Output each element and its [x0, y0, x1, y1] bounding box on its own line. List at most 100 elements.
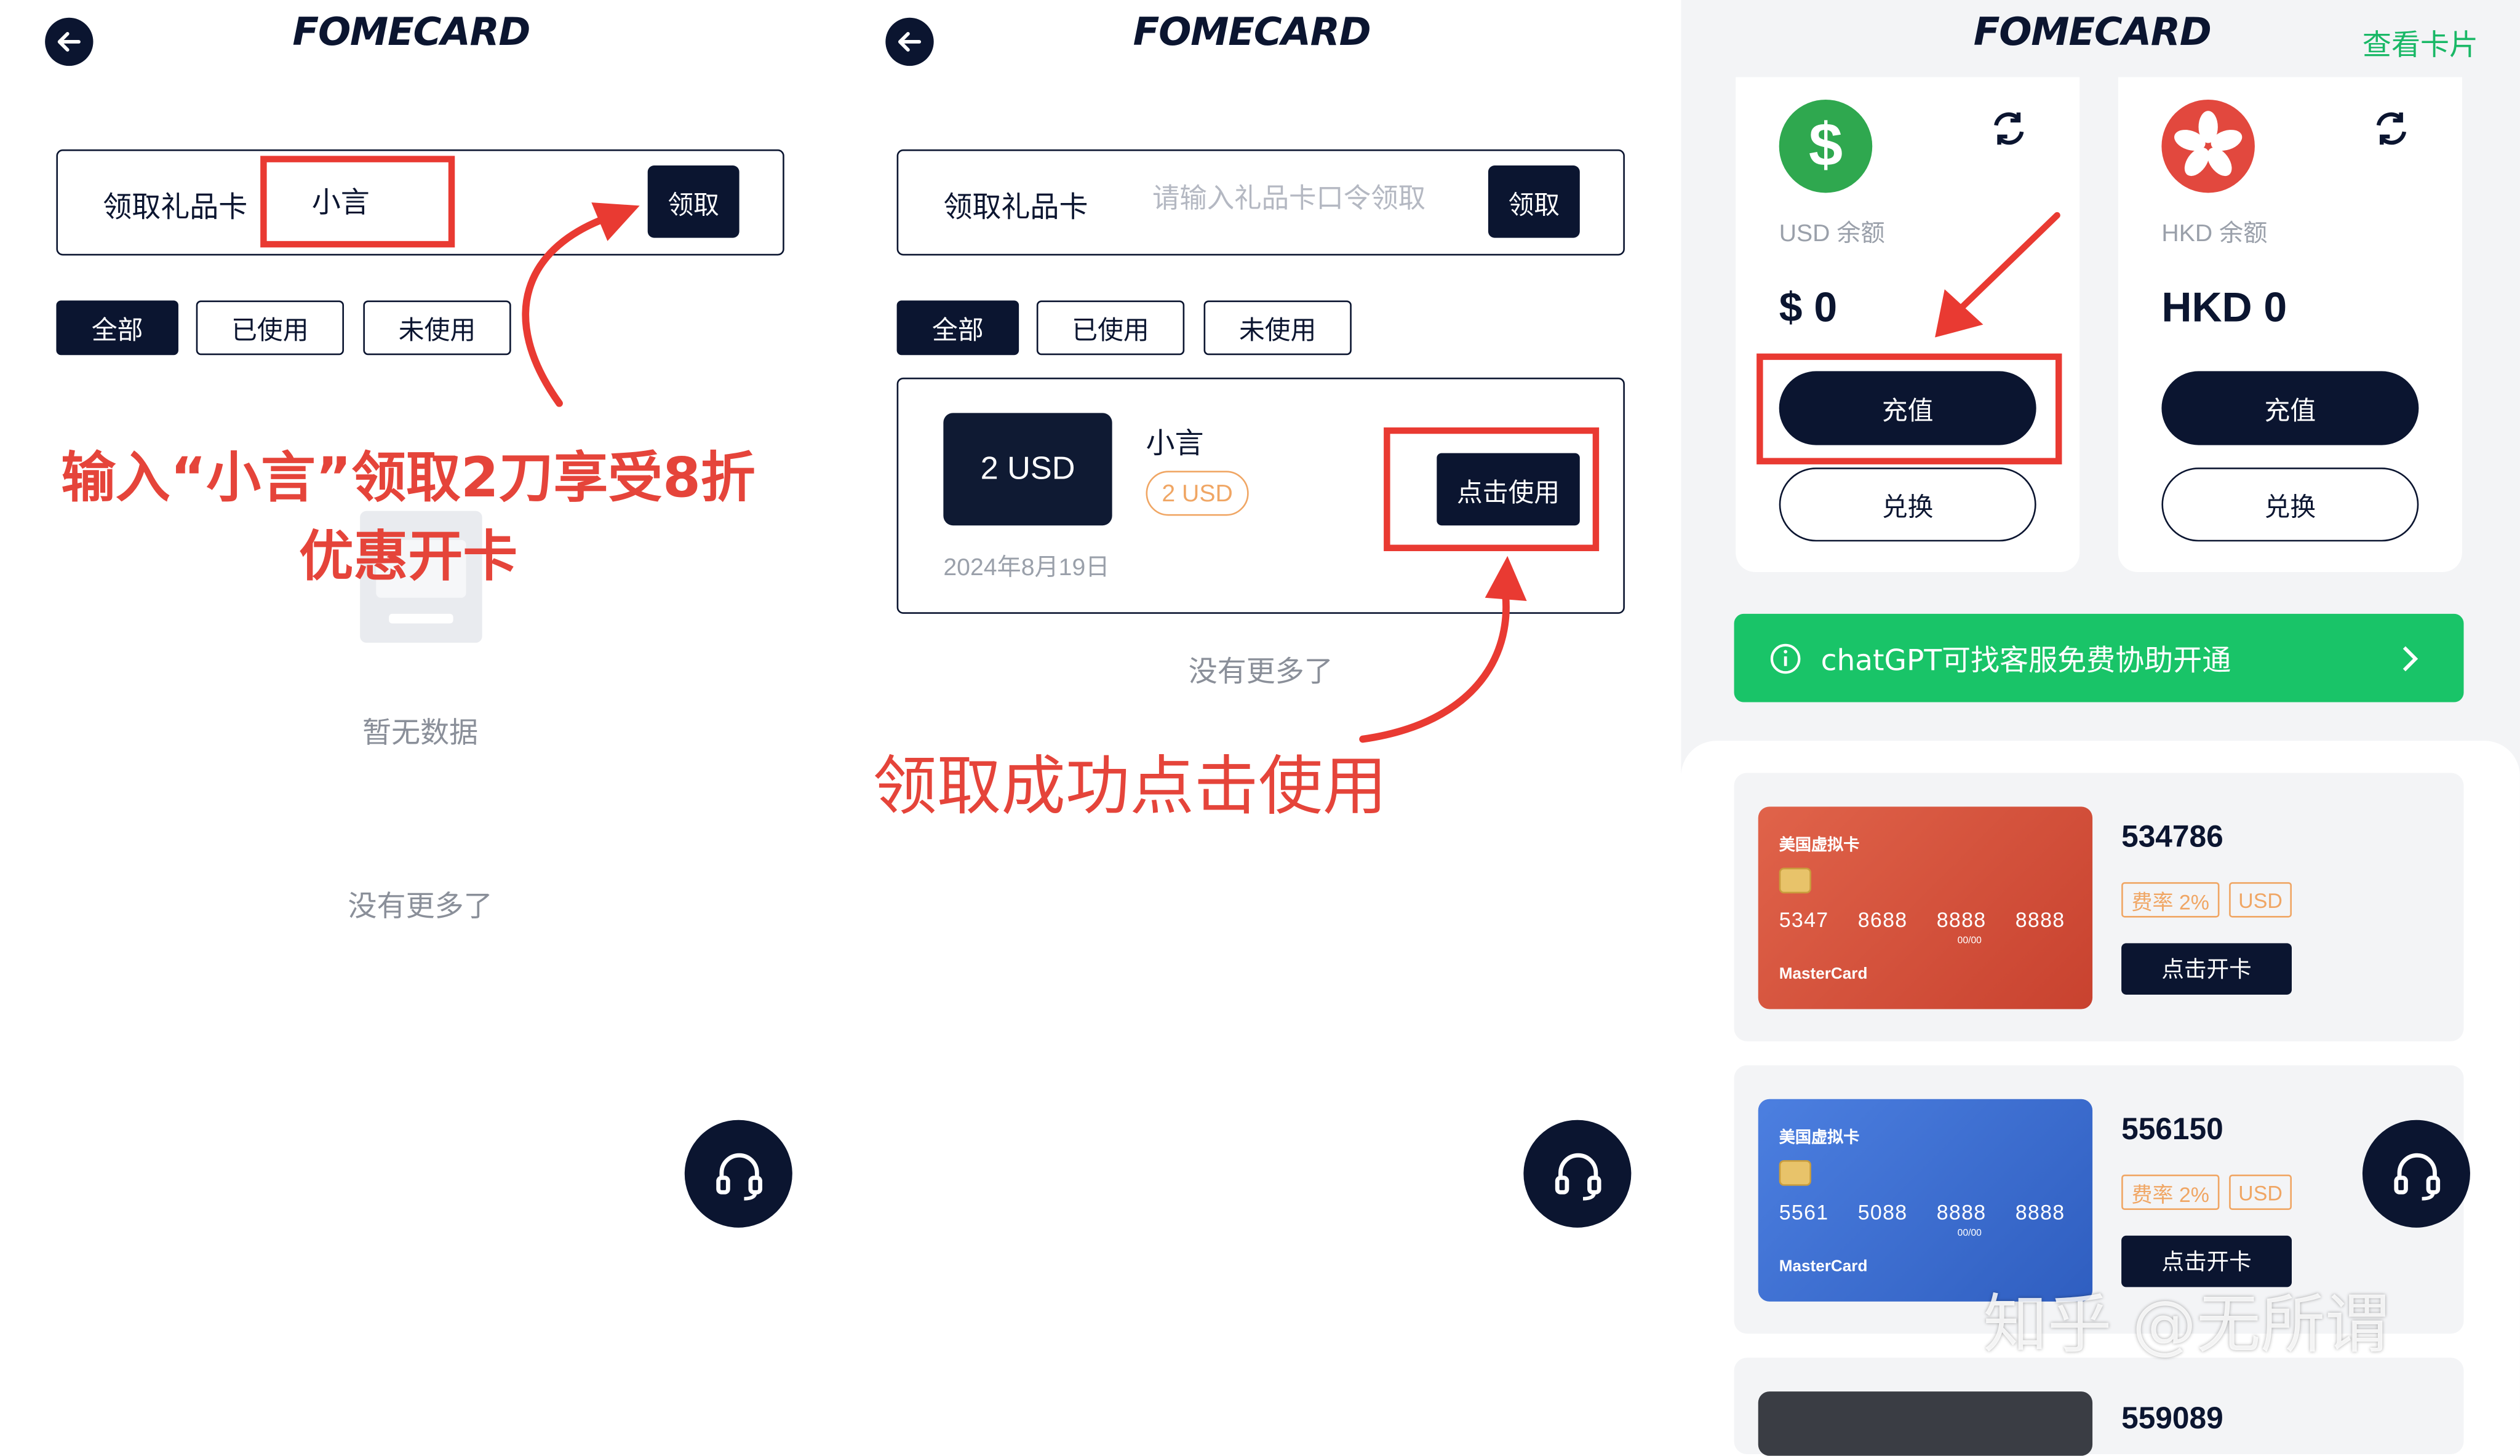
gift-card-label: 领取礼品卡 [943, 191, 1088, 225]
claim-button[interactable]: 领取 [1488, 165, 1580, 238]
refresh-icon[interactable] [2372, 109, 2411, 148]
card-row: 559089 [1734, 1358, 2464, 1456]
no-more-text: 没有更多了 [1188, 655, 1333, 690]
filter-used[interactable]: 已使用 [196, 300, 345, 356]
support-button[interactable] [684, 1120, 792, 1228]
back-button[interactable] [885, 17, 934, 66]
card-number-2: 8688 [1857, 907, 1908, 933]
annotation-line-1: 输入“小言”领取2刀享受8折 [61, 447, 756, 511]
highlight-box [1756, 353, 2062, 464]
annotation-arrow [522, 202, 640, 407]
empty-text: 暂无数据 [362, 717, 479, 750]
fee-tag: 费率 2% [2121, 1174, 2220, 1210]
card-number-4: 8888 [2015, 1200, 2065, 1225]
hkd-balance-label: HKD 余额 [2161, 220, 2268, 248]
annotation-text: 领取成功点击使用 [872, 750, 1387, 825]
arrow-left-icon [57, 31, 81, 52]
chip-icon [1779, 1160, 1811, 1186]
support-button[interactable] [1523, 1120, 1632, 1228]
virtual-card-image: 美国虚拟卡 5347 8688 8888 8888 00/00 MasterCa… [1758, 806, 2093, 1009]
empty-state-icon [360, 511, 482, 643]
filter-unused[interactable]: 未使用 [1203, 300, 1352, 356]
no-more-text: 没有更多了 [348, 890, 493, 925]
card-title: 美国虚拟卡 [1779, 1129, 1860, 1148]
brand-logo: FOMECARD [1133, 9, 1371, 55]
chevron-right-icon [2402, 645, 2418, 671]
usd-topup-button[interactable]: 充值 [1779, 371, 2036, 445]
dollar-icon: $ [1779, 99, 1873, 193]
panel-gift-claimed: FOMECARD 领取礼品卡 领取 全部 已使用 未使用 2 USD 小言 2 … [840, 0, 1681, 1417]
gift-card-thumbnail: 2 USD [943, 413, 1112, 526]
card-id: 556150 [2121, 1113, 2223, 1148]
arrow-left-icon [898, 31, 922, 52]
hkd-balance-card: HKD 余额 HKD 0 充值 兑换 [2118, 77, 2462, 572]
gift-card-form: 领取礼品卡 领取 [56, 149, 784, 256]
card-expiry: 00/00 [1957, 1229, 1982, 1239]
highlight-box [260, 156, 455, 248]
card-brand: MasterCard [1779, 965, 1868, 984]
filter-all[interactable]: 全部 [896, 300, 1019, 356]
brand-logo: FOMECARD [1973, 9, 2212, 55]
open-card-button[interactable]: 点击开卡 [2121, 1235, 2292, 1287]
currency-tag: USD [2229, 882, 2292, 918]
gift-card-label: 领取礼品卡 [103, 191, 248, 225]
filter-unused[interactable]: 未使用 [363, 300, 511, 356]
use-button[interactable]: 点击使用 [1437, 453, 1580, 526]
card-number-1: 5561 [1779, 1200, 1829, 1225]
headset-icon [1554, 1152, 1601, 1200]
annotation-arrow [1359, 555, 1527, 743]
virtual-card-image [1758, 1391, 2093, 1456]
open-card-button[interactable]: 点击开卡 [2121, 943, 2292, 995]
claim-button[interactable]: 领取 [647, 165, 740, 238]
chatgpt-banner[interactable]: chatGPT可找客服免费协助开通 [1734, 613, 2464, 702]
gift-code-input[interactable] [311, 183, 569, 217]
chip-icon [1779, 867, 1811, 894]
bauhinia-icon [2161, 99, 2255, 193]
annotation-line-2: 优惠开卡 [298, 525, 518, 590]
panel-wallet: FOMECARD 查看卡片 $ USD 余额 $ 0 充值 兑换 HKD 余额 … [1681, 0, 2520, 1456]
view-cards-link[interactable]: 查看卡片 [2362, 29, 2479, 63]
usd-balance-label: USD 余额 [1779, 220, 1885, 248]
highlight-box [1384, 427, 1600, 551]
card-number-4: 8888 [2015, 907, 2065, 933]
gift-card-form: 领取礼品卡 领取 [896, 149, 1625, 256]
refresh-icon[interactable] [1990, 109, 2028, 148]
back-button[interactable] [45, 17, 94, 66]
currency-tag: USD [2229, 1174, 2292, 1210]
brand-logo: FOMECARD [292, 9, 530, 55]
usd-exchange-button[interactable]: 兑换 [1779, 467, 2036, 542]
gift-card-date: 2024年8月19日 [943, 554, 1110, 582]
card-expiry: 00/00 [1957, 936, 1982, 947]
hkd-exchange-button[interactable]: 兑换 [2161, 467, 2419, 542]
headset-icon [715, 1152, 762, 1200]
usd-balance-card: $ USD 余额 $ 0 充值 兑换 [1736, 77, 2080, 572]
annotation-arrow [1935, 212, 2060, 338]
headset-icon [2393, 1152, 2439, 1200]
card-number-2: 5088 [1857, 1200, 1908, 1225]
panel-gift-empty: FOMECARD 领取礼品卡 领取 全部 已使用 未使用 输入“小言”领取2刀享… [0, 0, 841, 1417]
card-id: 559089 [2121, 1402, 2223, 1437]
card-number-3: 8888 [1936, 907, 1987, 933]
info-icon [1770, 643, 1801, 673]
support-button[interactable] [2362, 1120, 2470, 1228]
card-brand: MasterCard [1779, 1258, 1868, 1276]
gift-card-name: 小言 [1146, 427, 1204, 460]
filter-all[interactable]: 全部 [56, 300, 178, 356]
card-list: 美国虚拟卡 5347 8688 8888 8888 00/00 MasterCa… [1681, 741, 2520, 1456]
gift-card-amount-tag: 2 USD [1146, 471, 1249, 516]
card-number-3: 8888 [1936, 1200, 1987, 1225]
hkd-balance-amount: HKD 0 [2161, 282, 2287, 332]
card-row: 美国虚拟卡 5347 8688 8888 8888 00/00 MasterCa… [1734, 773, 2464, 1041]
gift-code-input[interactable] [1152, 183, 1466, 216]
card-title: 美国虚拟卡 [1779, 837, 1860, 855]
hkd-topup-button[interactable]: 充值 [2161, 371, 2419, 445]
card-row: 美国虚拟卡 5561 5088 8888 8888 00/00 MasterCa… [1734, 1065, 2464, 1334]
card-number-1: 5347 [1779, 907, 1829, 933]
banner-text: chatGPT可找客服免费协助开通 [1820, 643, 2231, 678]
usd-balance-amount: $ 0 [1779, 282, 1838, 332]
filter-used[interactable]: 已使用 [1036, 300, 1185, 356]
fee-tag: 费率 2% [2121, 882, 2220, 918]
virtual-card-image: 美国虚拟卡 5561 5088 8888 8888 00/00 MasterCa… [1758, 1099, 2093, 1302]
watermark: 知乎 @无所谓 [1983, 1288, 2390, 1363]
card-id: 534786 [2121, 821, 2223, 855]
